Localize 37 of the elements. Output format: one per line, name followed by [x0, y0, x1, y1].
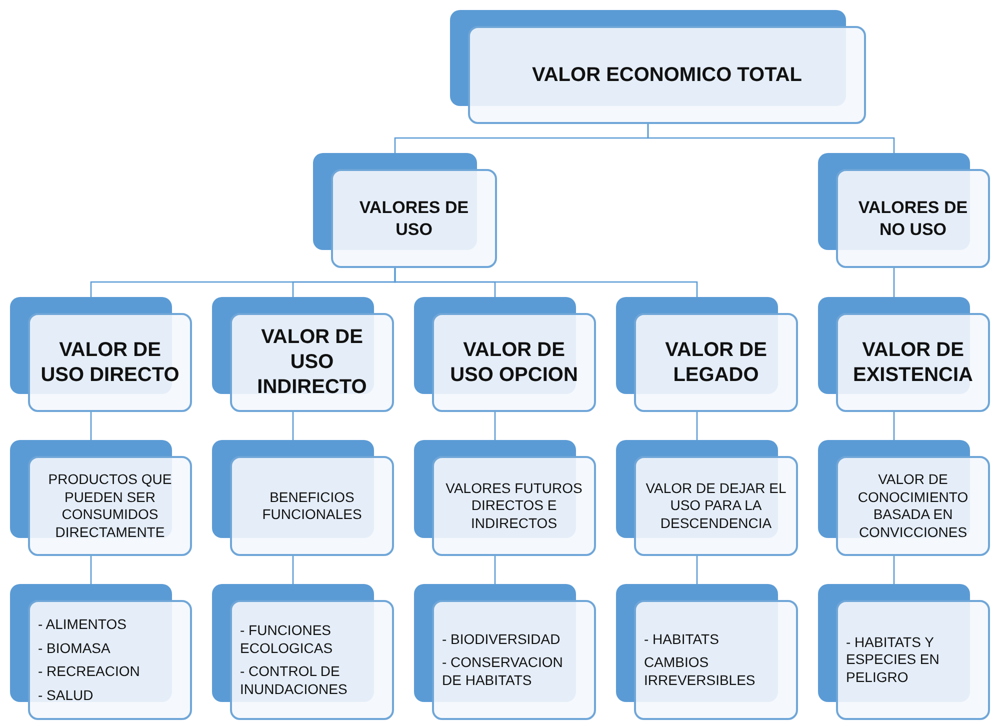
list-item: - CONSERVACION DE HABITATS [442, 654, 564, 690]
connector-line [394, 268, 698, 297]
connector-line [90, 412, 92, 440]
node-description: PRODUCTOS QUE PUEDEN SER CONSUMIDOS DIRECTAMENTE [47, 471, 173, 541]
connector-line [292, 412, 294, 440]
connector-line [647, 124, 895, 153]
node-title: VALOR DE EXISTENCIA [852, 338, 974, 388]
connector-line [893, 556, 895, 584]
list-item: CAMBIOS IRREVERSIBLES [644, 654, 756, 690]
list-item: - BIODIVERSIDAD [442, 630, 560, 648]
connector-line [90, 556, 92, 584]
list-item: - FUNCIONES ECOLOGICAS [240, 622, 334, 657]
list-item: - HABITATS [644, 630, 719, 648]
node-description: VALORES FUTUROS DIRECTOS E INDIRECTOS [444, 480, 584, 532]
node-description: BENEFICIOS FUNCIONALES [261, 488, 363, 524]
node-title: VALORES DE NO USO [857, 197, 969, 240]
connector-line [696, 412, 698, 440]
connector-line [292, 556, 294, 584]
node-title: VALORES DE USO [358, 197, 470, 240]
connector-line [893, 412, 895, 440]
connector-line [696, 556, 698, 584]
node-description: VALOR DE CONOCIMIENTO BASADA EN CONVICCIONES [856, 471, 970, 541]
connector-line [893, 268, 895, 297]
connector-line [494, 412, 496, 440]
list-item: - HABITATS Y ESPECIES EN PELIGRO [846, 634, 940, 686]
list-item: - ALIMENTOS [38, 616, 126, 634]
node-title: VALOR DE USO DIRECTO [40, 338, 180, 388]
list-item: - CONTROL DE INUNDACIONES [240, 663, 348, 698]
list-item: - BIOMASA [38, 640, 110, 657]
node-title: VALOR ECONOMICO TOTAL [532, 63, 802, 88]
connector-line [494, 556, 496, 584]
node-title: VALOR DE LEGADO [664, 338, 768, 388]
node-title: VALOR DE USO INDIRECTO [256, 325, 368, 400]
node-title: VALOR DE USO OPCION [449, 338, 579, 388]
list-item: - SALUD [38, 686, 94, 704]
list-item: - RECREACION [38, 663, 140, 680]
node-description: VALOR DE DEJAR EL USO PARA LA DESCENDENCIA [644, 480, 788, 532]
